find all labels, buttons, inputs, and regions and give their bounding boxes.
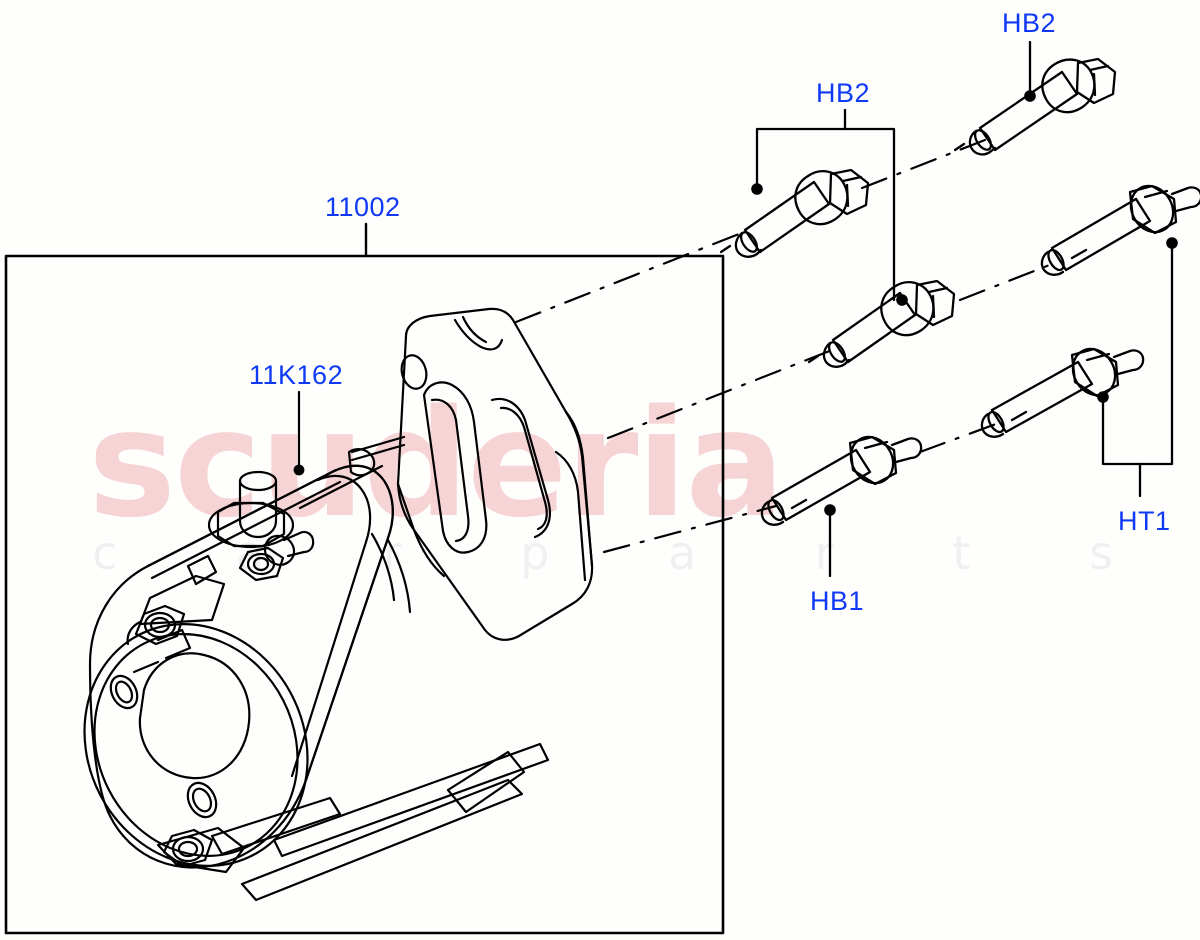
label-hb2-top[interactable]: HB2 (1002, 8, 1057, 38)
label-11002[interactable]: 11002 (325, 192, 401, 222)
stud-bolt-ht1-lower (980, 347, 1145, 438)
leader-dot-hb2-top (1024, 90, 1036, 102)
axis-hb2-middle (606, 348, 834, 440)
leader-dot-11K162 (293, 464, 305, 476)
stud-bolt-hb1 (760, 435, 923, 526)
bracket-hb2 (755, 127, 896, 302)
hex-nut-bottom-left (162, 828, 214, 868)
axis-ht1-lower (918, 422, 998, 454)
label-11K162[interactable]: 11K162 (249, 360, 344, 390)
leader-dot-hb2-middle (896, 294, 908, 306)
part-frame-box (4, 254, 725, 935)
flange-bolt-hb2-upper (719, 168, 870, 258)
axis-hb1 (602, 504, 778, 554)
hex-nut-barrel-top (238, 546, 285, 582)
axis-hb2-top (860, 136, 992, 190)
label-hb2-pair[interactable]: HB2 (816, 78, 871, 108)
assembly-axis-lines (514, 136, 1054, 554)
endcap-bolt-holes (109, 674, 218, 819)
hex-nut-top-left (134, 604, 186, 646)
flange-bolt-hb2-middle (807, 279, 956, 368)
stud-bolt-ht1-upper (1040, 184, 1200, 276)
axis-hb2-upper (514, 230, 746, 324)
label-leaders (755, 40, 1174, 578)
flange-bolt-hb2-top (953, 57, 1117, 156)
solenoid-terminal (207, 470, 315, 566)
bracket-ht1 (1101, 241, 1174, 466)
axis-ht1-upper (958, 262, 1054, 302)
starter-motor-drawing (83, 307, 594, 902)
label-ht1[interactable]: HT1 (1118, 506, 1171, 536)
label-hb1[interactable]: HB1 (810, 586, 865, 616)
